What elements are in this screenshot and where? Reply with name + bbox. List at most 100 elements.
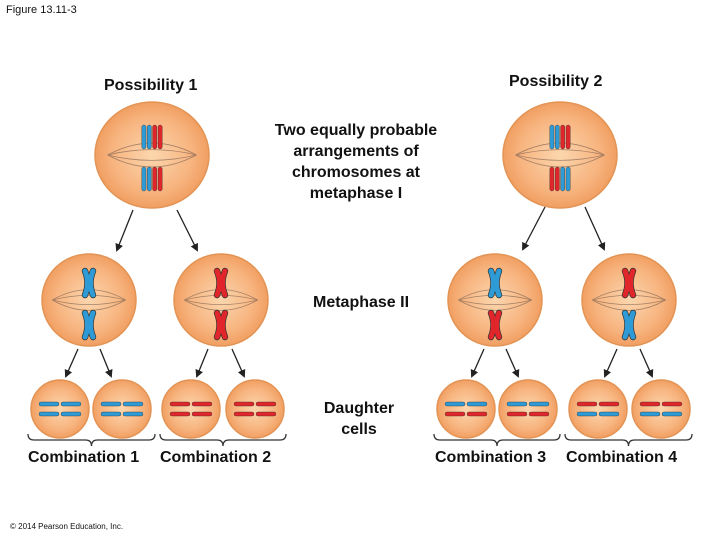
daughter-caption-line: cells <box>341 421 377 438</box>
chromatid <box>141 124 147 150</box>
arrow <box>115 209 134 252</box>
daughter-cells-caption: Daughter cells <box>299 398 419 440</box>
arrow <box>195 348 209 378</box>
daughter-cell-5 <box>436 379 496 439</box>
arrow <box>176 209 198 252</box>
daughter-cell-8 <box>631 379 691 439</box>
chromatid <box>146 124 152 150</box>
chromatid <box>598 401 620 407</box>
cell-body <box>436 379 496 439</box>
arrow <box>584 206 606 251</box>
combination-1-label: Combination 1 <box>28 449 140 466</box>
daughter-cell-1 <box>30 379 90 439</box>
combination-4-label: Combination 4 <box>566 449 678 466</box>
cell-body <box>447 253 543 347</box>
arrow <box>639 348 654 378</box>
chromatid <box>576 401 598 407</box>
chromatid <box>191 401 213 407</box>
chromatid <box>506 401 528 407</box>
chromatid <box>60 411 82 417</box>
cell-body <box>581 253 677 347</box>
chromatid <box>639 411 661 417</box>
chromatid <box>157 124 163 150</box>
spindle <box>52 289 126 311</box>
cell-body <box>30 379 90 439</box>
daughter-cell-4 <box>225 379 285 439</box>
chromatid <box>157 166 163 192</box>
cell-body <box>41 253 137 347</box>
combination-bracket <box>564 433 693 447</box>
combination-3-label: Combination 3 <box>435 449 547 466</box>
chromatid <box>466 411 488 417</box>
cell-body <box>502 101 618 209</box>
chromosome <box>621 309 637 341</box>
chromatid <box>169 401 191 407</box>
cell-body <box>92 379 152 439</box>
chromatid <box>565 124 571 150</box>
chromatid <box>122 411 144 417</box>
chromatid <box>38 401 60 407</box>
chromatid <box>152 166 158 192</box>
arrow <box>505 348 520 378</box>
chromatid <box>506 411 528 417</box>
chromosome <box>213 309 229 341</box>
chromatid <box>38 411 60 417</box>
cell-body <box>225 379 285 439</box>
combination-bracket <box>159 433 287 447</box>
arrow <box>603 348 618 378</box>
arrow <box>231 348 246 378</box>
chromatid <box>560 166 565 192</box>
arrow <box>470 348 485 378</box>
daughter-caption-line: Daughter <box>323 400 395 417</box>
arrow <box>99 348 113 378</box>
metaphase-1-cell-possibility-1 <box>94 101 210 209</box>
spindle <box>515 142 605 168</box>
chromatid <box>60 401 82 407</box>
chromatid <box>555 166 560 192</box>
chromatid <box>555 124 560 150</box>
metaphase-1-caption-line: chromosomes at <box>291 164 421 181</box>
chromosome <box>621 267 637 299</box>
chromatid <box>100 401 122 407</box>
possibility-2-label: Possibility 2 <box>509 73 603 90</box>
combination-bracket <box>433 433 561 447</box>
chromosome <box>81 267 97 299</box>
metaphase-1-caption: Two equally probable arrangements of chr… <box>246 120 466 204</box>
arrow <box>64 348 79 378</box>
chromatid <box>598 411 620 417</box>
chromatid <box>549 166 555 192</box>
chromatid <box>639 401 661 407</box>
chromatid <box>661 411 683 417</box>
cell-body <box>173 253 269 347</box>
figure-label: Figure 13.11-3 <box>6 4 77 16</box>
metaphase-2-cell-1 <box>41 253 137 347</box>
chromatid <box>444 401 466 407</box>
daughter-cell-3 <box>161 379 221 439</box>
daughter-cell-6 <box>498 379 558 439</box>
chromatid <box>549 124 555 150</box>
chromatid <box>152 124 158 150</box>
cell-body <box>161 379 221 439</box>
chromatid <box>122 401 144 407</box>
possibility-1-label: Possibility 1 <box>104 77 198 94</box>
daughter-cell-2 <box>92 379 152 439</box>
metaphase-2-cell-3 <box>447 253 543 347</box>
chromatid <box>233 411 255 417</box>
chromatid <box>528 411 550 417</box>
chromatid <box>191 411 213 417</box>
chromatid <box>560 124 565 150</box>
chromatid <box>661 401 683 407</box>
metaphase-2-caption: Metaphase II <box>312 294 410 311</box>
combination-bracket <box>27 433 156 447</box>
chromatid <box>576 411 598 417</box>
chromosome <box>213 267 229 299</box>
chromatid <box>169 411 191 417</box>
chromatid <box>528 401 550 407</box>
chromatid <box>146 166 152 192</box>
cell-body <box>498 379 558 439</box>
spindle <box>107 142 197 168</box>
chromatid <box>255 411 277 417</box>
chromatid <box>233 401 255 407</box>
chromatid <box>255 401 277 407</box>
